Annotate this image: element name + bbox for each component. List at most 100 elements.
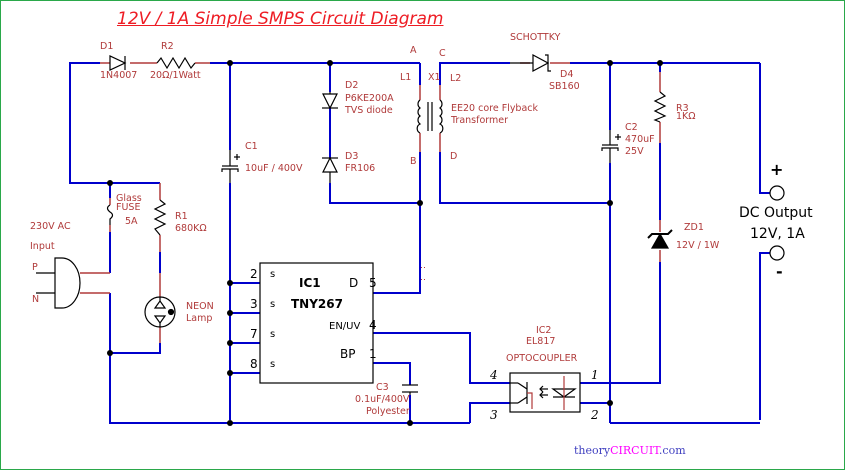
- wire-out-plus: [759, 63, 770, 194]
- zd1-value: 12V / 1W: [676, 240, 720, 251]
- output-minus-label: -: [776, 262, 783, 281]
- ic1-s-pin-label: s: [270, 269, 276, 280]
- zd1-ref: ZD1: [684, 222, 704, 233]
- d4-ref: D4: [560, 69, 574, 80]
- c3-type: Polyester: [366, 406, 410, 417]
- wire-enuv-opto: [373, 332, 510, 384]
- transformer-desc-2: Transformer: [451, 115, 509, 126]
- r1-ref: R1: [175, 211, 188, 222]
- r1-value: 680KΩ: [175, 223, 207, 234]
- junctions: [107, 60, 663, 426]
- node-b-label: B: [410, 156, 417, 167]
- r2-ref: R2: [161, 41, 174, 52]
- node-a-label: A: [410, 45, 417, 56]
- input-label-2: Input: [30, 241, 55, 252]
- neon-label-1: NEON: [186, 301, 214, 312]
- resistor-r2-symbol: [156, 56, 196, 70]
- ic2-pin-2: 2: [591, 408, 599, 422]
- input-label-1: 230V AC: [30, 221, 71, 232]
- d4-type: SCHOTTKY: [510, 32, 561, 43]
- output-label-2: 12V, 1A: [750, 226, 805, 242]
- d2-value: P6KE200A: [345, 93, 394, 104]
- c2-voltage: 25V: [625, 146, 644, 157]
- ic1-pin-3: 3: [250, 297, 258, 311]
- l1-label: L1: [400, 72, 412, 83]
- transformer-desc-1: EE20 core Flyback: [451, 103, 539, 114]
- ic2-part: EL817: [526, 336, 556, 347]
- output-label-1: DC Output: [739, 205, 813, 221]
- node-d-label: D: [450, 151, 458, 162]
- ic1-bp-pin-label: BP: [340, 347, 356, 361]
- l2-label: L2: [450, 73, 462, 84]
- ic1-pin-4: 4: [369, 318, 377, 332]
- wires: [69, 62, 770, 424]
- ic2-pin-4: 4: [490, 368, 498, 382]
- fuse-rating: 5A: [125, 216, 138, 227]
- resistor-r3-symbol: [653, 91, 667, 123]
- output-terminal-minus[interactable]: [769, 245, 785, 261]
- output-terminal-plus[interactable]: [769, 185, 785, 201]
- ic2-ref: IC2: [536, 325, 552, 336]
- ic1-pin-2: 2: [250, 267, 258, 281]
- wire-opto3-ground: [469, 402, 510, 423]
- transformer-dots: [421, 267, 425, 280]
- c3-value: 0.1uF/400V: [355, 394, 410, 405]
- ic1-pin-5: 5: [369, 276, 377, 290]
- ic1-body: [259, 262, 374, 384]
- input-p-label: P: [32, 262, 38, 273]
- d1-value: 1N4007: [100, 70, 138, 81]
- watermark: theoryCIRCUIT.com: [574, 444, 686, 457]
- watermark-part-3: .com: [658, 444, 686, 457]
- ic1-s-pin-label: s: [270, 359, 276, 370]
- page-title: 12V / 1A Simple SMPS Circuit Diagram: [117, 9, 444, 29]
- output-plus-label: +: [770, 160, 784, 179]
- ic1-enuv-pin-label: EN/UV: [329, 321, 361, 332]
- fuse-label-1: Glass: [116, 193, 142, 204]
- d4-value: SB160: [549, 81, 580, 92]
- capacitor-c2-symbol: [601, 130, 621, 163]
- leads: [80, 62, 661, 343]
- wire-d3-to-b: [329, 183, 420, 204]
- wire-d-to-ground: [439, 152, 610, 204]
- wire-b-to-drain: [373, 152, 421, 294]
- ic1-pin-1: 1: [369, 347, 377, 361]
- d1-ref: D1: [100, 41, 114, 52]
- wire-ground-rail: [109, 353, 470, 424]
- resistor-r1-symbol: [153, 199, 167, 236]
- ic1-s-pin-label: s: [270, 299, 276, 310]
- zener-diode-zd1-symbol: [647, 229, 673, 249]
- wire-out-minus: [759, 252, 770, 420]
- ic2-type: OPTOCOUPLER: [506, 353, 578, 364]
- ic1-ref: IC1: [299, 276, 321, 290]
- diode-d3-symbol: [322, 156, 338, 183]
- fuse-symbol: [106, 204, 114, 225]
- c2-value: 470uF: [625, 134, 655, 145]
- transformer-x1-symbol: [416, 99, 444, 134]
- node-c-label: C: [439, 48, 446, 59]
- wire-c-l2: [439, 62, 510, 85]
- schottky-diode-d4-symbol: [510, 54, 551, 72]
- r3-value: 1KΩ: [676, 111, 696, 122]
- wire-input-to-d1: [69, 62, 110, 184]
- c1-value: 10uF / 400V: [245, 163, 303, 174]
- ic2-pin-3: 3: [490, 408, 498, 422]
- d3-ref: D3: [345, 151, 359, 162]
- c3-ref: C3: [376, 382, 389, 393]
- x1-label: X1: [428, 72, 441, 83]
- r3-ref: R3: [676, 103, 689, 114]
- capacitor-c1-symbol: [221, 150, 240, 183]
- ic1-pin-7: 7: [250, 327, 258, 341]
- watermark-part-2: CIRCUIT: [610, 444, 659, 457]
- ic1-part: TNY267: [291, 297, 343, 311]
- tvs-diode-d2-symbol: [322, 92, 338, 110]
- input-n-label: N: [32, 294, 40, 305]
- c1-ref: C1: [245, 141, 258, 152]
- neon-lamp-symbol: [144, 296, 176, 328]
- ac-plug-symbol: [36, 257, 81, 309]
- wire-bp-c3: [373, 362, 411, 385]
- ic1-pin-8: 8: [250, 357, 258, 371]
- ic1-s-pin-label: s: [270, 329, 276, 340]
- r2-value: 20Ω/1Watt: [150, 70, 201, 81]
- wire-neon-ground: [110, 343, 161, 354]
